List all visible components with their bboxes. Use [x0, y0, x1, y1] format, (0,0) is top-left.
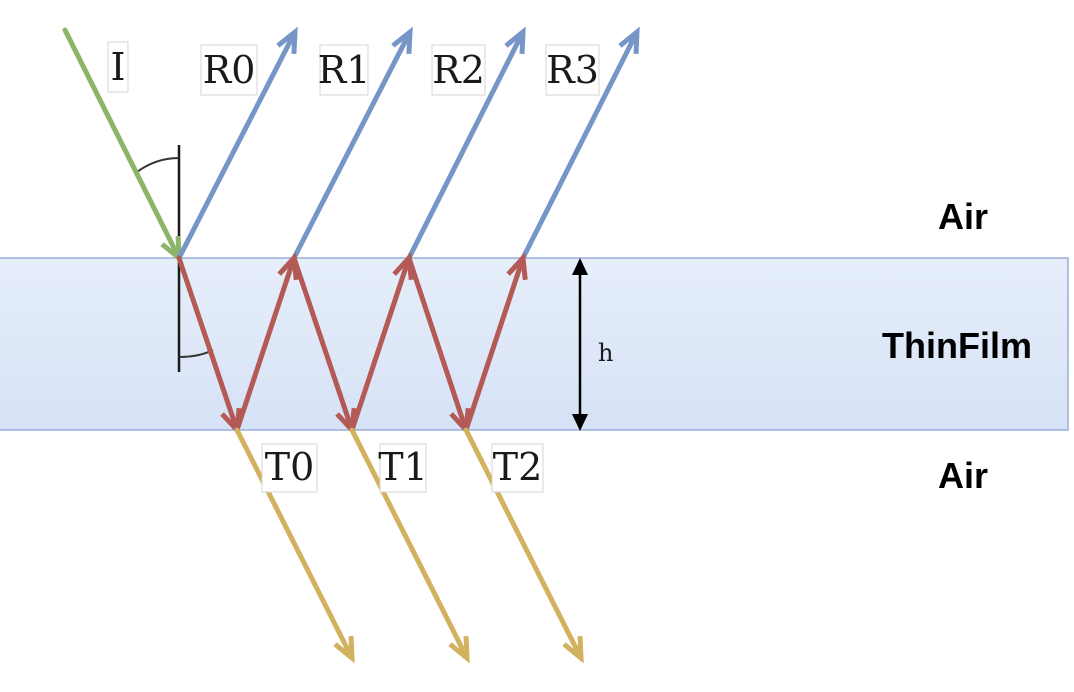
reflected-ray-arrow-0 — [176, 26, 298, 261]
thickness-arrow — [572, 258, 588, 431]
internal-ray-up-2 — [463, 252, 528, 433]
medium-label-top-air: Air — [938, 196, 988, 237]
svg-text:R1: R1 — [318, 48, 371, 92]
svg-text:I: I — [110, 45, 125, 89]
reflected-ray-group — [176, 26, 640, 261]
svg-text:T0: T0 — [265, 445, 315, 489]
reflected-ray-arrow-1 — [291, 26, 413, 261]
transmitted-ray-label-0: T0 — [261, 443, 318, 493]
reflected-ray-arrow-2 — [406, 26, 526, 261]
reflected-ray-arrow-3 — [520, 26, 640, 261]
medium-label-bottom-air: Air — [938, 455, 988, 496]
incident-ray-label: I — [107, 41, 129, 93]
transmitted-ray-label-2: T2 — [491, 443, 544, 493]
reflected-ray-label-2: R2 — [431, 44, 486, 96]
transmitted-ray-arrow-2 — [463, 427, 584, 664]
reflected-ray-label-3: R3 — [545, 44, 600, 96]
svg-text:R0: R0 — [203, 48, 256, 92]
transmitted-ray-group — [234, 427, 584, 664]
transmitted-ray-arrow-1 — [349, 427, 470, 664]
transmitted-ray-arrow-0 — [234, 427, 355, 664]
medium-label-thin-film: ThinFilm — [882, 325, 1032, 366]
incidence-angle-arc — [136, 157, 180, 173]
svg-text:T1: T1 — [378, 445, 428, 489]
thickness-label: h — [598, 339, 613, 367]
transmitted-ray-label-1: T1 — [378, 443, 428, 493]
svg-text:T2: T2 — [493, 445, 543, 489]
svg-text:R3: R3 — [546, 48, 599, 92]
svg-text:R2: R2 — [432, 48, 485, 92]
reflected-ray-label-0: R0 — [200, 44, 258, 96]
reflected-ray-label-1: R1 — [318, 44, 371, 96]
